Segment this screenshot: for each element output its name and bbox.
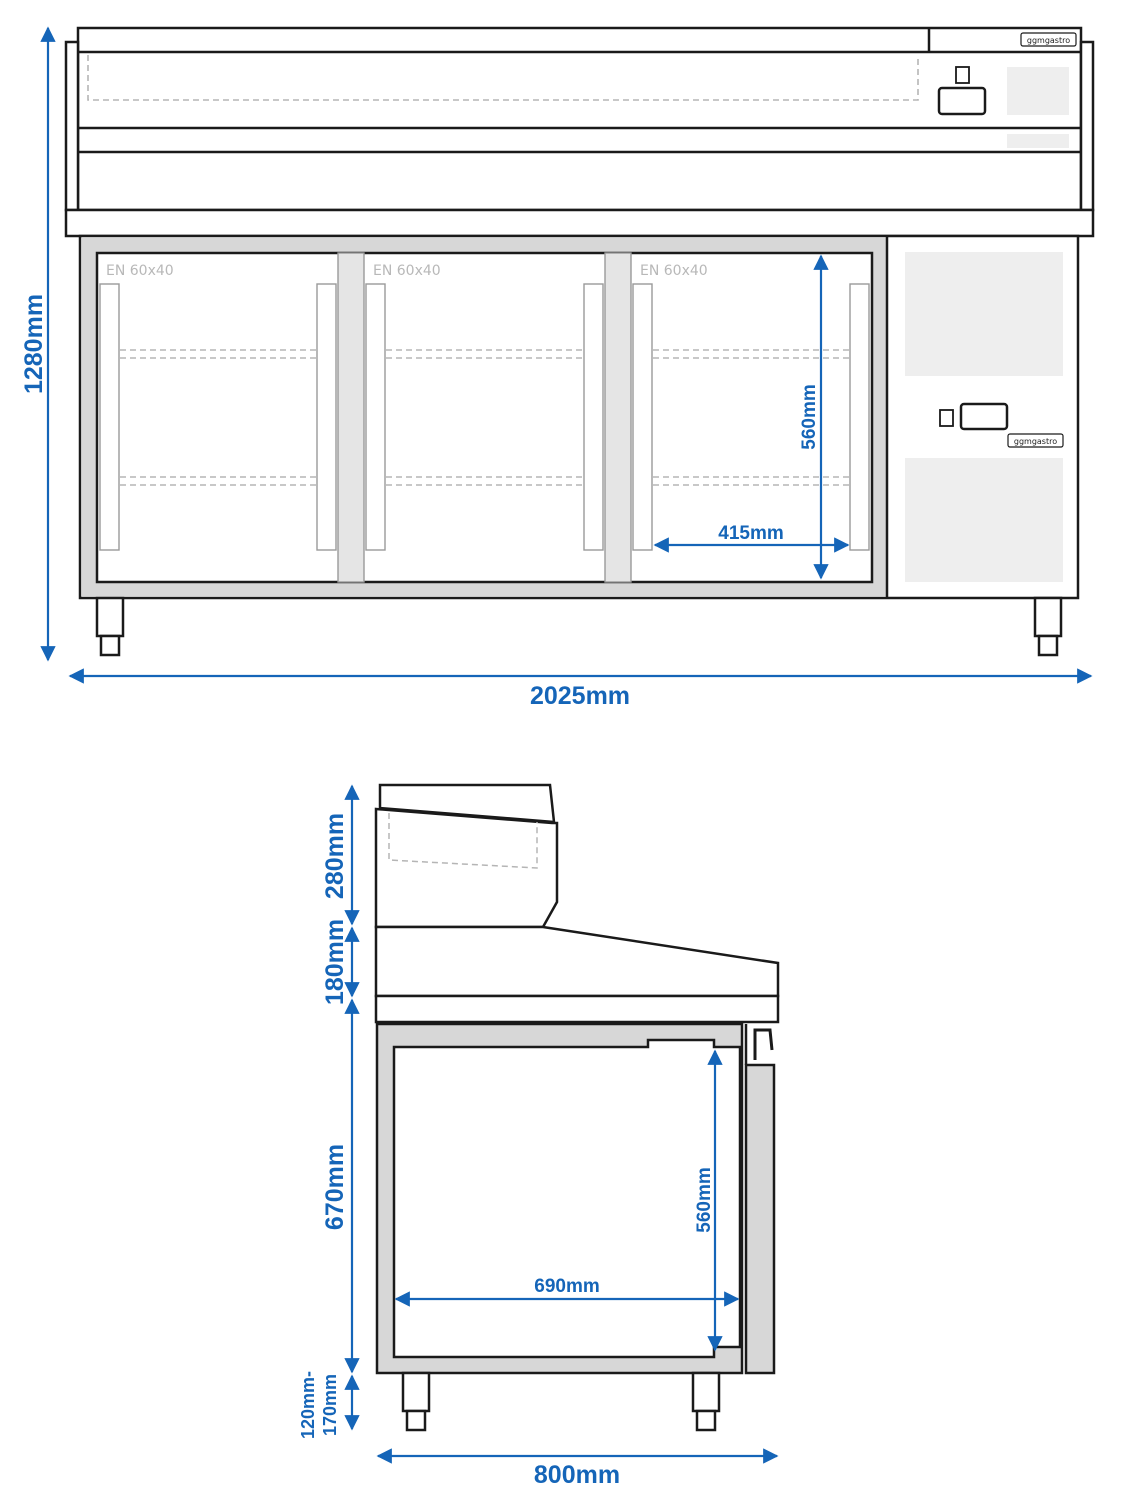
dim-total-height: 1280mm bbox=[20, 294, 48, 394]
dim-side-middle: 180mm bbox=[321, 919, 349, 1005]
dim-side-inner-depth: 690mm bbox=[534, 1276, 600, 1297]
front-brand-plate bbox=[1007, 433, 1064, 448]
front-control-display bbox=[959, 402, 1009, 431]
front-top-control-display bbox=[937, 86, 987, 116]
front-view bbox=[64, 26, 1095, 657]
dim-front-inner-width: 415mm bbox=[718, 523, 784, 544]
compartment-label-3: EN 60x40 bbox=[640, 263, 708, 279]
front-leg-left bbox=[95, 596, 125, 638]
dim-side-legs-line2: 170mm bbox=[320, 1374, 340, 1436]
front-top-brand-plate bbox=[1020, 32, 1077, 47]
dim-side-top: 280mm bbox=[321, 813, 349, 899]
front-leg-right bbox=[1033, 596, 1063, 638]
front-top-display bbox=[76, 26, 1083, 212]
dim-side-cabinet: 670mm bbox=[321, 1144, 349, 1230]
front-dimension-lines bbox=[40, 26, 1093, 684]
dim-side-inner-height: 560mm bbox=[694, 1167, 715, 1233]
front-control-button bbox=[939, 409, 954, 427]
compartment-label-1: EN 60x40 bbox=[106, 263, 174, 279]
front-counter-top bbox=[64, 208, 1095, 238]
side-leg-front bbox=[401, 1371, 431, 1413]
dim-total-width: 2025mm bbox=[530, 682, 630, 710]
brand-label-cabinet: ggmgastro bbox=[1014, 437, 1057, 446]
dim-side-legs-line1: 120mm- bbox=[298, 1371, 318, 1439]
side-leg-back bbox=[691, 1371, 721, 1413]
front-top-control-button bbox=[955, 66, 970, 84]
dim-front-inner-height: 560mm bbox=[799, 384, 820, 450]
side-dimension-lines bbox=[344, 784, 779, 1464]
side-view bbox=[374, 783, 780, 1432]
compartment-label-2: EN 60x40 bbox=[373, 263, 441, 279]
side-door bbox=[744, 1063, 776, 1375]
dim-side-depth: 800mm bbox=[534, 1461, 620, 1489]
brand-label-top: ggmgastro bbox=[1027, 36, 1070, 45]
